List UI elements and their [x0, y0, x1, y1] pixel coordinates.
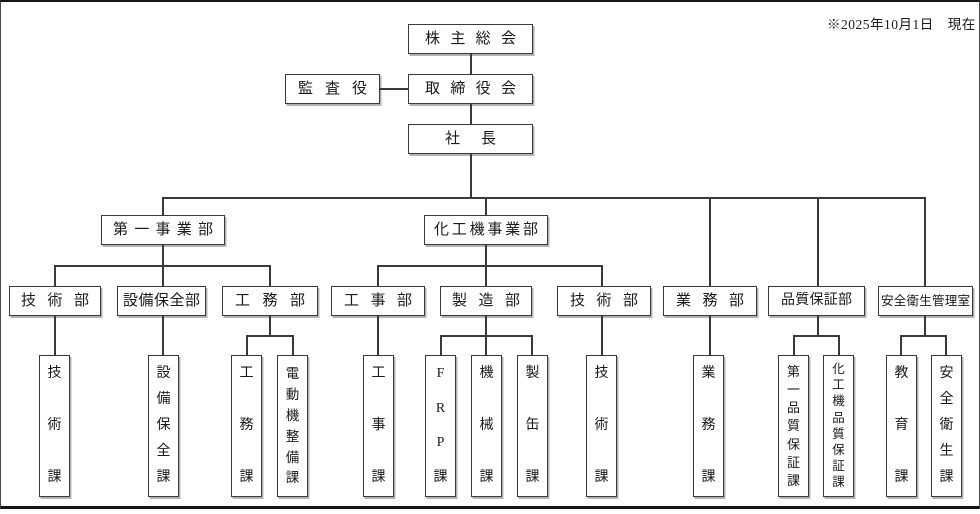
box-dept-komu-label: 工務部	[235, 292, 305, 309]
connector-board-president	[470, 104, 472, 124]
box-shareholders-meeting: 株主総会	[408, 24, 533, 54]
box-president-label: 社長	[445, 130, 496, 147]
box-division-kakoki-jigyobu-label: 化工機事業部	[434, 221, 538, 238]
connector-trunk-gyomu	[709, 197, 711, 286]
box-dept-gyomu: 業務部	[663, 286, 757, 316]
connector-auditor-board	[379, 88, 408, 90]
box-dept-setsubi-hozen-label: 設備保全部	[123, 292, 200, 309]
box-board-of-directors-label: 取締役会	[425, 80, 516, 97]
box-section-kakoki-hinshitsu-hosho-ka: 化工機品質保証課	[823, 355, 854, 497]
connector-seizo-seikan	[531, 335, 533, 355]
box-dept-gijutsu-2-label: 技術部	[570, 292, 638, 309]
connector-komu-bus	[246, 335, 293, 337]
connector-president-trunk	[470, 154, 472, 198]
connector-hinshitsu-bus	[793, 335, 839, 337]
connector-setsubi-section	[162, 316, 164, 355]
box-section-koji-ka: 工事課	[363, 355, 394, 497]
box-section-kikai-ka: 機械課	[471, 355, 502, 497]
connector-bus2-gijutsu	[601, 265, 603, 286]
connector-koji-section	[377, 316, 379, 355]
connector-trunk-division2	[485, 197, 487, 215]
box-dept-seizo-label: 製造部	[452, 292, 520, 309]
box-section-gijutsu-ka-1: 技術課	[39, 355, 70, 497]
box-dept-gyomu-label: 業務部	[676, 292, 744, 309]
box-section-daiichi-hinshitsu-hosho-ka: 第一品質保証課	[778, 355, 809, 497]
box-shareholders-meeting-label: 株主総会	[425, 30, 516, 47]
box-president: 社長	[408, 124, 533, 154]
box-section-setsubi-hozen-ka: 設備保全課	[148, 355, 179, 497]
box-dept-anzen-eisei-kanri: 安全衛生管理室	[878, 286, 973, 316]
box-dept-seizo: 製造部	[440, 286, 532, 316]
box-dept-anzen-eisei-kanri-label: 安全衛生管理室	[881, 293, 970, 308]
box-division-kakoki-jigyobu: 化工機事業部	[424, 215, 548, 245]
as-of-date-label: ※2025年10月1日 現在	[827, 17, 976, 32]
connector-anzen-bus	[900, 335, 946, 337]
box-section-anzen-eisei-ka: 安全衛生課	[931, 355, 962, 497]
connector-hinshitsu-dai1	[793, 335, 795, 355]
connector-trunk-hinshitsu	[817, 197, 819, 286]
box-division-daiichi-jigyobu: 第一事業部	[101, 215, 225, 245]
box-section-komu-ka: 工務課	[231, 355, 262, 497]
connector-bus1-setsubi	[162, 265, 164, 286]
connector-anzen-anzenka	[945, 335, 947, 355]
connector-bus2-seizo	[485, 265, 487, 286]
connector-shareholders-board	[470, 54, 472, 74]
connector-division1-stub	[162, 245, 164, 265]
box-dept-gijutsu-1-label: 技術部	[21, 292, 89, 309]
connector-trunk-anzen	[924, 197, 926, 286]
connector-bus1-komu	[269, 265, 271, 286]
connector-hinshitsu-stub	[817, 316, 819, 335]
box-division-daiichi-jigyobu-label: 第一事業部	[113, 221, 213, 238]
connector-division2-stub	[485, 245, 487, 265]
box-dept-gijutsu-2: 技術部	[557, 286, 651, 316]
connector-gijutsu2-section	[601, 316, 603, 355]
box-dept-hinshitsu-hosho: 品質保証部	[768, 286, 865, 316]
box-dept-koji: 工事部	[331, 286, 425, 316]
connector-bus1-gijutsu	[54, 265, 56, 286]
box-dept-gijutsu-1: 技術部	[9, 286, 101, 316]
connector-komu-komuka	[246, 335, 248, 355]
box-dept-setsubi-hozen: 設備保全部	[117, 286, 206, 316]
connector-komu-dendoki	[292, 335, 294, 355]
connector-gyomu-section	[709, 316, 711, 355]
connector-komu-stub	[269, 316, 271, 335]
box-dept-koji-label: 工事部	[344, 292, 412, 309]
connector-anzen-stub	[924, 316, 926, 335]
connector-seizo-frp	[440, 335, 442, 355]
box-section-kyoiku-ka: 教育課	[886, 355, 917, 497]
box-auditor: 監査役	[285, 74, 380, 104]
box-dept-hinshitsu-hosho-label: 品質保証部	[781, 293, 852, 308]
box-auditor-label: 監査役	[298, 80, 367, 97]
box-dept-komu: 工務部	[222, 286, 318, 316]
box-section-dendoki-seibi-ka: 電動機整備課	[277, 355, 308, 497]
box-section-seikan-ka: 製缶課	[517, 355, 548, 497]
connector-trunk-division1	[162, 197, 164, 215]
box-section-gijutsu-ka-2: 技術課	[586, 355, 617, 497]
connector-hinshitsu-kakoki	[838, 335, 840, 355]
connector-division2-bus	[377, 265, 602, 267]
box-board-of-directors: 取締役会	[408, 74, 533, 104]
connector-bus2-koji	[377, 265, 379, 286]
connector-trunk	[162, 197, 925, 199]
connector-gijutsu1-section	[54, 316, 56, 355]
box-section-gyomu-ka: 業務課	[693, 355, 724, 497]
connector-seizo-bus	[440, 335, 532, 337]
connector-anzen-kyoiku	[900, 335, 902, 355]
